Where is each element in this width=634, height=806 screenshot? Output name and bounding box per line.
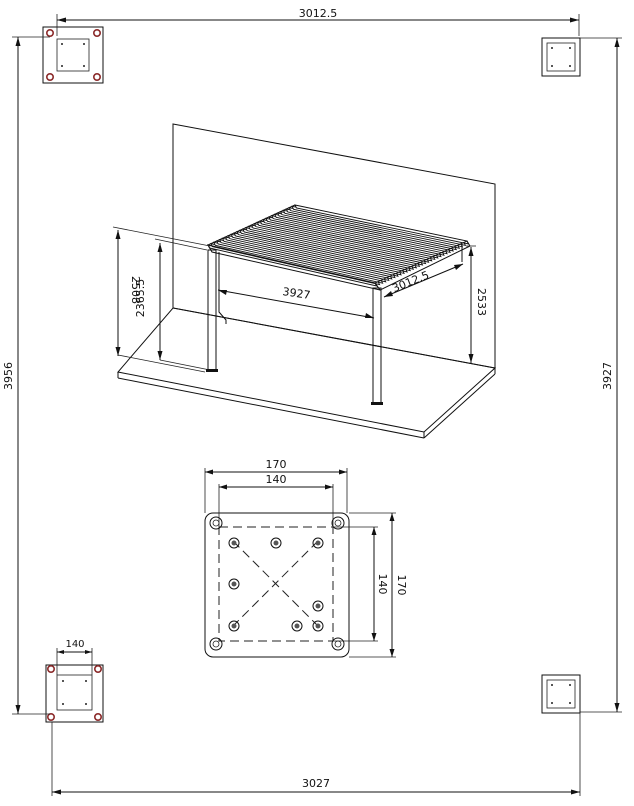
detail-inner-width-label: 140 — [266, 473, 287, 486]
detail-inner-height-label: 140 — [376, 574, 389, 595]
dimension-plate-width-label: 140 — [65, 639, 84, 650]
plate-outer — [204, 512, 350, 658]
plate-anchor-holes — [209, 516, 345, 651]
base-plate-top-right — [541, 37, 581, 77]
dimension-right-height-label: 3927 — [601, 362, 614, 390]
detail-outer-width-label: 170 — [266, 458, 287, 471]
iso-length-label: 3927 — [282, 285, 312, 302]
roof-louvres — [207, 204, 470, 287]
iso-height-a-label: 2508 — [129, 276, 142, 304]
plate-bolts — [228, 537, 324, 632]
floor-slab — [117, 307, 497, 433]
iso-height-c-label: 2533 — [475, 288, 488, 316]
dimension-left-height: 3956 — [2, 36, 50, 715]
detail-outer-height-label: 170 — [395, 575, 408, 596]
dimension-bottom-width-label: 3027 — [302, 777, 330, 790]
downpipe — [218, 252, 227, 324]
dimension-top-width-label: 3012.5 — [299, 7, 338, 20]
plate-inner-dashed — [218, 526, 334, 642]
dimension-bottom-width: 3027 — [51, 713, 581, 796]
base-plate-detail: 170 140 140 170 — [204, 458, 408, 658]
base-plate-bottom-right — [541, 674, 581, 714]
post-front-left — [207, 249, 217, 371]
dimension-top-width: 3012.5 — [56, 7, 580, 36]
iso-height-b-label: 2365.5 — [134, 279, 147, 318]
dimension-right-height: 3927 — [580, 37, 622, 713]
dimension-plate-width: 140 — [56, 639, 93, 675]
dimension-left-height-label: 3956 — [2, 362, 15, 390]
base-plate-top-left — [42, 26, 104, 84]
pergola-isometric-view: 2508 2365.5 3927 3012.5 2533 — [112, 123, 497, 439]
base-plate-bottom-left — [45, 664, 104, 723]
